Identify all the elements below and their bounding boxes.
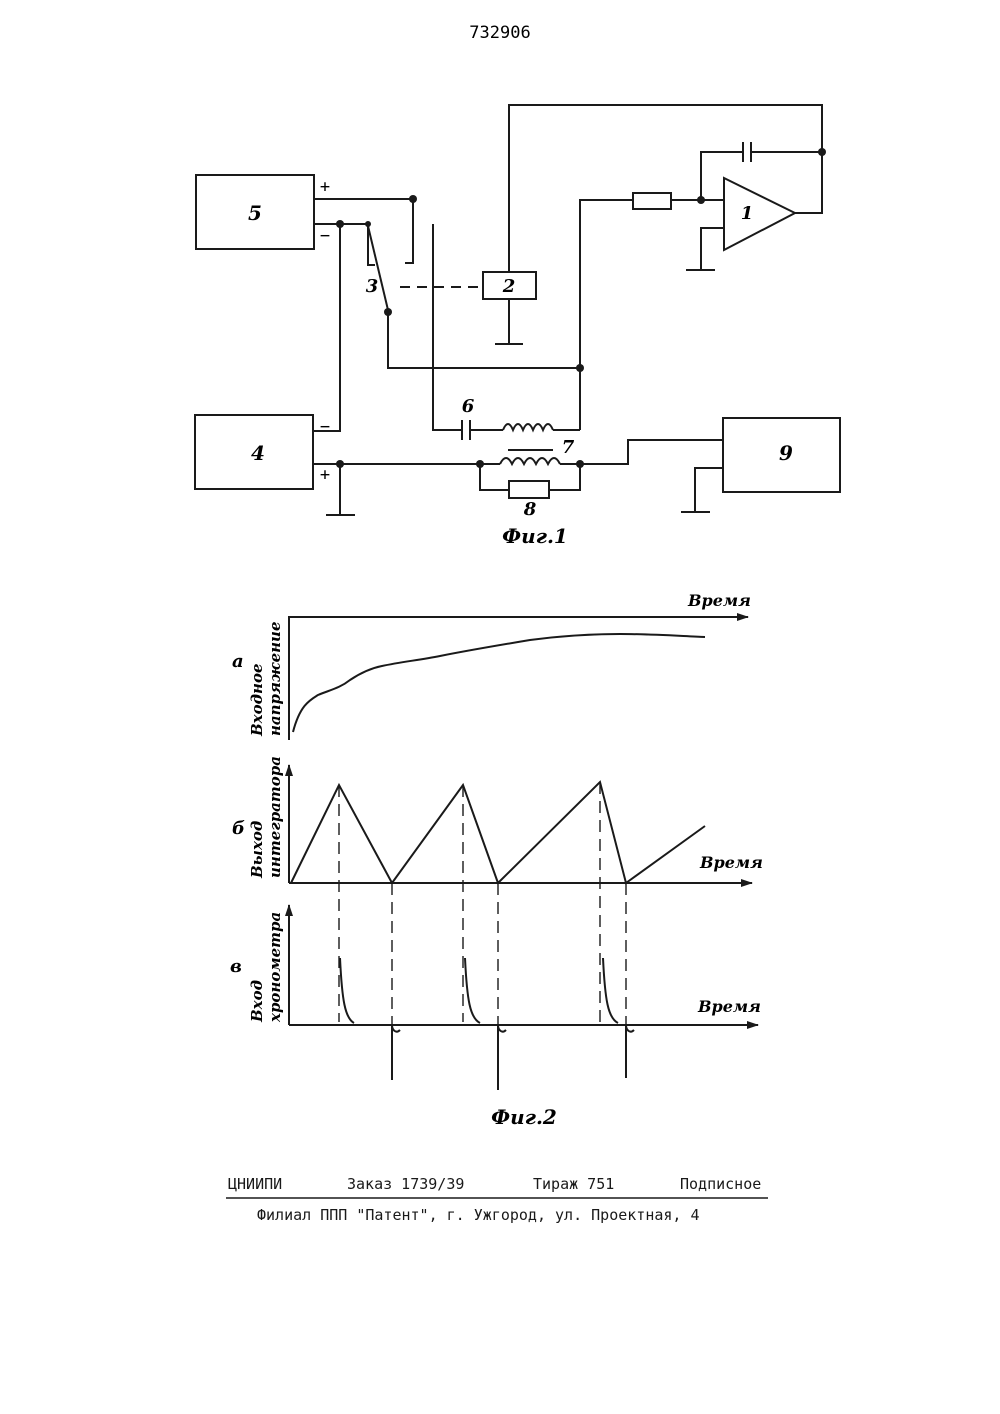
panel-a-ylabel-2: напряжение bbox=[266, 622, 284, 737]
input-voltage-curve bbox=[293, 634, 705, 732]
b5-plus: + bbox=[320, 177, 330, 197]
panel-c-ylabel-1: Вход bbox=[248, 980, 266, 1023]
footer-type: Подписное bbox=[680, 1175, 761, 1193]
coil-7-label: 7 bbox=[562, 437, 575, 458]
panel-c-xlabel: Время bbox=[697, 997, 761, 1016]
panel-a-letter: а bbox=[232, 651, 244, 672]
block-9-label: 9 bbox=[779, 441, 793, 465]
panel-c-letter: в bbox=[230, 956, 242, 977]
panel-b-xlabel: Время bbox=[699, 853, 763, 872]
panel-b-letter: б bbox=[232, 818, 245, 839]
fig1-caption: Фиг.1 bbox=[502, 524, 568, 548]
block-4-label: 4 bbox=[251, 441, 265, 465]
panel-c-axes bbox=[289, 905, 758, 1090]
b4-plus: + bbox=[320, 465, 330, 485]
footer-order: Заказ 1739/39 bbox=[347, 1175, 464, 1193]
footer-circulation: Тираж 751 bbox=[533, 1175, 614, 1193]
panel-a-xlabel: Время bbox=[687, 591, 751, 610]
panel-b-ylabel-1: Выход bbox=[248, 821, 266, 879]
resistor-8-label: 8 bbox=[523, 499, 537, 520]
footer-org: ЦНИИПИ bbox=[228, 1175, 282, 1193]
amplifier-1-label: 1 bbox=[741, 203, 754, 224]
footer-address: Филиал ППП "Патент", г. Ужгород, ул. Про… bbox=[257, 1206, 700, 1224]
panel-c-ylabel-2: хронометра bbox=[266, 912, 284, 1023]
panel-b-axes bbox=[289, 765, 752, 883]
block-2-label: 2 bbox=[502, 276, 516, 297]
panel-b-ylabel-2: интегратора bbox=[266, 756, 284, 878]
panel-a-axes bbox=[289, 617, 748, 740]
circuit-diagram bbox=[195, 105, 840, 515]
b4-minus: − bbox=[320, 417, 330, 437]
b5-minus: − bbox=[320, 226, 330, 246]
patent-number: 732906 bbox=[469, 23, 530, 43]
amplifier-1 bbox=[724, 178, 795, 250]
block-5-label: 5 bbox=[248, 201, 262, 225]
cap-6-label: 6 bbox=[462, 396, 475, 417]
timing-dashed-lines bbox=[339, 782, 626, 1025]
switch-3-label: 3 bbox=[366, 276, 379, 297]
integrator-output-curve bbox=[291, 782, 705, 883]
fig2-caption: Фиг.2 bbox=[491, 1105, 557, 1129]
panel-a-ylabel-1: Входное bbox=[248, 663, 266, 737]
